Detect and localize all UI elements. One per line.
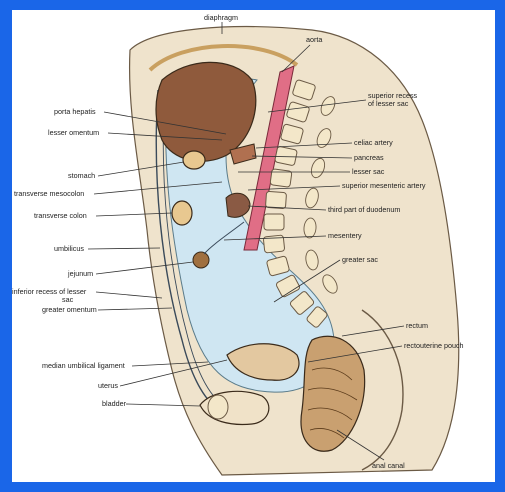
label-bladder: bladder bbox=[102, 399, 127, 408]
label-stomach: stomach bbox=[68, 171, 95, 180]
label-anal-canal: anal canal bbox=[372, 461, 405, 470]
label-aorta: aorta bbox=[306, 35, 322, 44]
jejunum-loop bbox=[193, 252, 209, 268]
label-third-part-duodenum: third part of duodenum bbox=[328, 205, 400, 214]
label-lesser-omentum: lesser omentum bbox=[48, 128, 99, 137]
label-superior-mesenteric-artery: superior mesenteric artery bbox=[342, 181, 426, 190]
label-jejunum: jejunum bbox=[67, 269, 93, 278]
label-median-umbilical-ligament: median umbilical ligament bbox=[42, 361, 125, 370]
label-celiac-artery: celiac artery bbox=[354, 138, 393, 147]
diagram-canvas: diaphragm aorta porta hepatis lesser ome… bbox=[12, 10, 495, 482]
label-diaphragm: diaphragm bbox=[204, 13, 238, 22]
label-rectum: rectum bbox=[406, 321, 428, 330]
label-rectouterine-pouch: rectouterine pouch bbox=[404, 341, 464, 350]
label-porta-hepatis: porta hepatis bbox=[54, 107, 96, 116]
pubic-bone bbox=[208, 395, 228, 419]
label-inferior-recess-line1: inferior recess of lesser bbox=[12, 287, 87, 296]
label-uterus: uterus bbox=[98, 381, 118, 390]
leader-inferior-recess bbox=[96, 292, 162, 298]
label-transverse-mesocolon: transverse mesocolon bbox=[14, 189, 84, 198]
label-pancreas: pancreas bbox=[354, 153, 384, 162]
sagittal-section-diagram: diaphragm aorta porta hepatis lesser ome… bbox=[12, 10, 495, 482]
stomach bbox=[183, 151, 205, 169]
label-mesentery: mesentery bbox=[328, 231, 362, 240]
label-lesser-sac: lesser sac bbox=[352, 167, 385, 176]
label-inferior-recess-line2: sac bbox=[62, 295, 74, 304]
label-greater-sac: greater sac bbox=[342, 255, 378, 264]
transverse-colon bbox=[172, 201, 192, 225]
label-superior-recess-line2: of lesser sac bbox=[368, 99, 409, 108]
label-umbilicus: umbilicus bbox=[54, 244, 84, 253]
label-transverse-colon: transverse colon bbox=[34, 211, 87, 220]
label-greater-omentum: greater omentum bbox=[42, 305, 97, 314]
